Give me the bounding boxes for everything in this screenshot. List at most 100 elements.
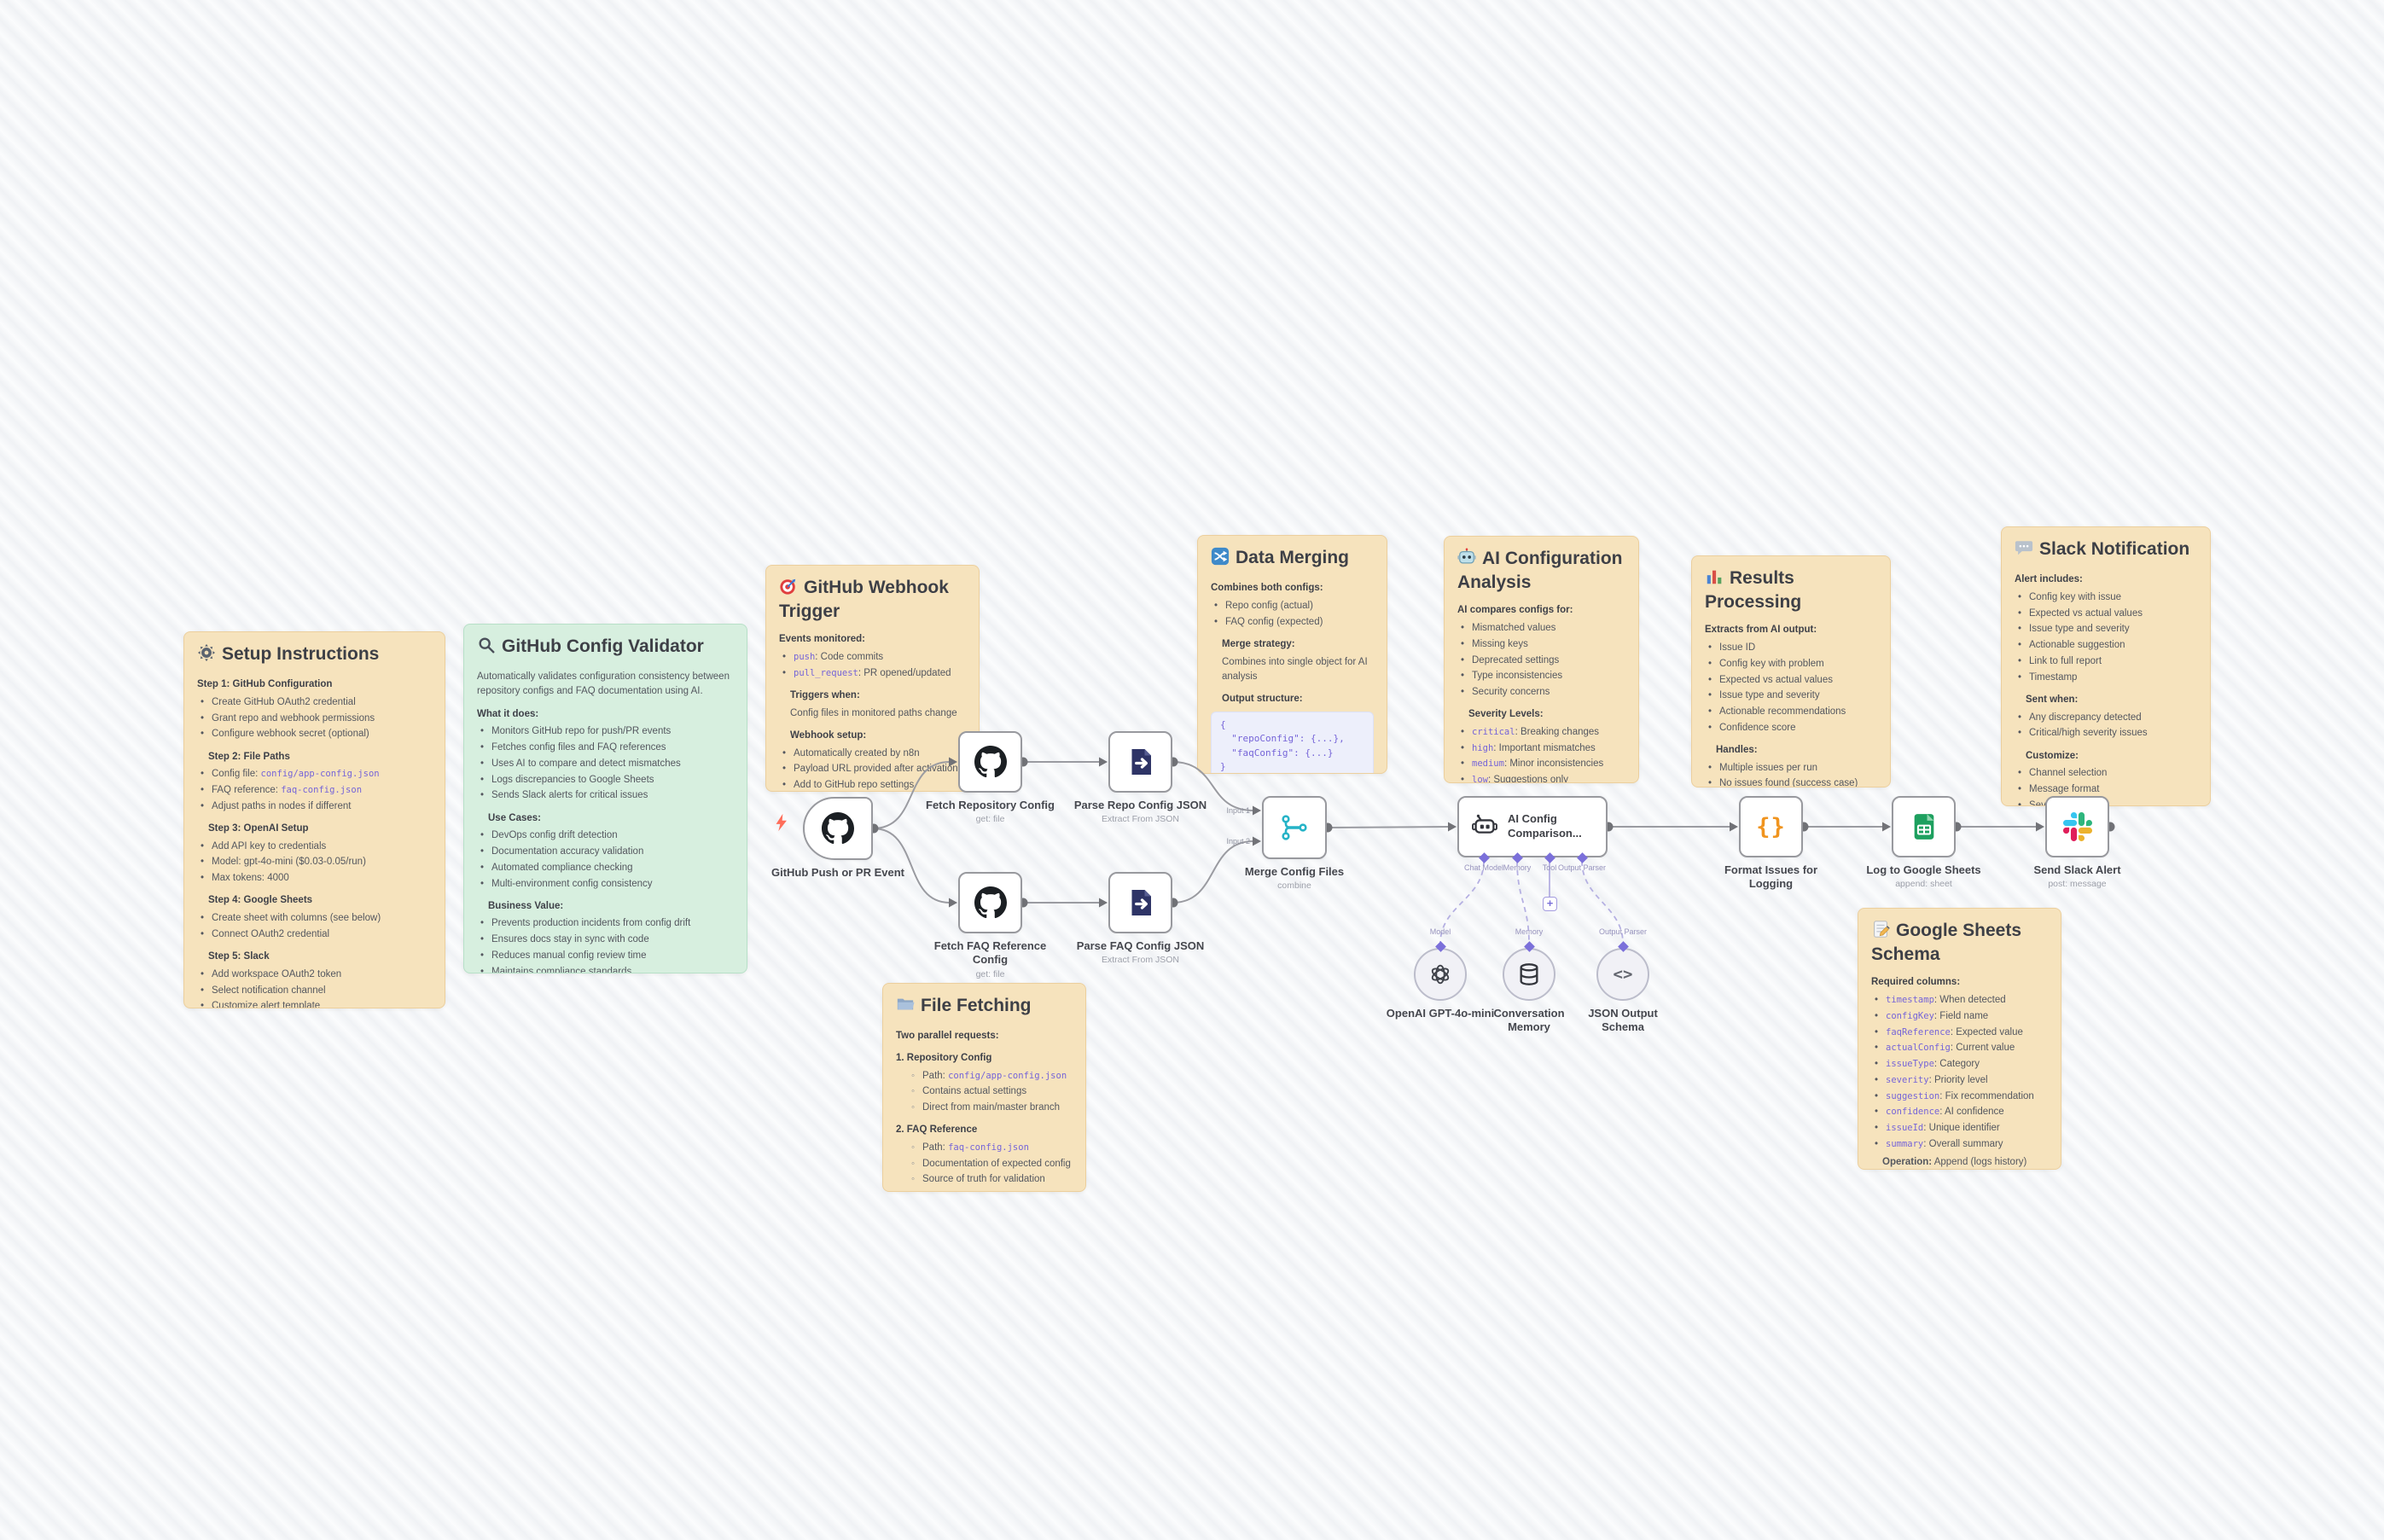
connection-wire[interactable] xyxy=(872,828,951,904)
sticky-title: Data Merging xyxy=(1211,547,1374,571)
node-ai-config-comparison[interactable]: AI Config Comparison... xyxy=(1457,796,1608,857)
connection-wire[interactable] xyxy=(1172,840,1254,904)
sticky-section-label: Output structure: xyxy=(1222,694,1303,705)
subnode-port-label: Memory xyxy=(1515,927,1544,936)
sticky-bullet-item: Monitors GitHub repo for push/PR events xyxy=(477,724,734,740)
sticky-bullet-item: Link to full report xyxy=(2015,654,2197,670)
subnode-openai-gpt-4o-mini[interactable] xyxy=(1414,948,1467,1001)
sticky-bullet-item: Grant repo and webhook permissions xyxy=(197,712,432,727)
ai-subnode-wire[interactable] xyxy=(1439,860,1485,944)
node-fetch-repository-config[interactable] xyxy=(958,731,1022,793)
node-subtitle: Extract From JSON xyxy=(1101,955,1179,966)
node-format-issues-for-logging[interactable]: {} xyxy=(1739,796,1803,857)
input-port-log-to-google-sheets[interactable] xyxy=(1882,822,1891,832)
input-port-send-slack-alert[interactable] xyxy=(2036,822,2044,832)
sticky-bullet-list: timestamp: When detectedconfigKey: Field… xyxy=(1871,993,2048,1152)
sticky-bullet-item: Reduces manual config review time xyxy=(477,949,734,964)
input-port-parse-faq-config-json[interactable] xyxy=(1099,898,1108,908)
input-port-ai-config-comparison[interactable] xyxy=(1448,822,1457,832)
sticky-bullet-item: timestamp: When detected xyxy=(1871,993,2048,1008)
sticky-bullet-list: Config key with issueExpected vs actual … xyxy=(2015,590,2197,685)
node-fetch-faq-reference-config[interactable] xyxy=(958,872,1022,933)
sticky-bullet-item: severity: Priority level xyxy=(1871,1073,2048,1089)
sticky-section-label: Step 4: Google Sheets xyxy=(208,895,313,906)
sticky-bullet-item: critical: Breaking changes xyxy=(1457,725,1625,741)
ai-port-label: Memory xyxy=(1503,863,1532,872)
add-tool-button[interactable]: + xyxy=(1543,897,1557,911)
input-port-parse-repo-config-json[interactable] xyxy=(1099,757,1108,767)
subnode-port-label: Model xyxy=(1429,927,1451,936)
sticky-bullet-item: confidence: AI confidence xyxy=(1871,1105,2048,1120)
sticky-title-text: Google Sheets Schema xyxy=(1871,921,2022,965)
ai-robot-icon xyxy=(1470,812,1499,841)
sticky-bullet-item: Connect OAuth2 credential xyxy=(197,927,432,943)
ai-subnode-wire[interactable] xyxy=(1581,860,1624,944)
input-port-format-issues-for-logging[interactable] xyxy=(1730,822,1738,832)
input-port-merge-config-files-1[interactable] xyxy=(1253,805,1261,816)
sticky-bullet-item: medium: Minor inconsistencies xyxy=(1457,757,1625,772)
sticky-bullet-item: Config key with issue xyxy=(2015,590,2197,606)
sticky-bullet-item: Automatically created by n8n xyxy=(779,747,966,762)
sticky-bullet-list: Any discrepancy detectedCritical/high se… xyxy=(2015,711,2197,741)
sticky-title-text: AI Configuration Analysis xyxy=(1457,549,1623,593)
sticky-bullet-item: actualConfig: Current value xyxy=(1871,1041,2048,1056)
sticky-bullet-list: Config file: config/app-config.jsonFAQ r… xyxy=(197,767,432,814)
sticky-bullet-list: DevOps config drift detectionDocumentati… xyxy=(477,828,734,892)
code-brackets-icon: <> xyxy=(1613,965,1633,984)
input-port-fetch-faq-reference-config[interactable] xyxy=(949,898,957,908)
sticky-bullet-item: Config key with problem xyxy=(1705,657,1877,672)
database-icon xyxy=(1517,962,1541,986)
sticky-title-text: Data Merging xyxy=(1236,548,1350,567)
sticky-section-label: Two parallel requests: xyxy=(896,1031,999,1042)
node-parse-repo-config-json[interactable] xyxy=(1108,731,1172,793)
subnode-json-output-schema[interactable]: <> xyxy=(1596,948,1649,1001)
sticky-bullet-item: Channel selection xyxy=(2015,766,2197,782)
sticky-bullet-item: Configure webhook secret (optional) xyxy=(197,727,432,742)
subnode-label-conversation-memory: Conversation Memory xyxy=(1493,1007,1565,1034)
sticky-bullet-item: Mismatched values xyxy=(1457,621,1625,636)
connection-wire[interactable] xyxy=(1172,761,1254,811)
sticky-section-label: Handles: xyxy=(1716,745,1758,756)
node-merge-config-files[interactable] xyxy=(1262,796,1327,859)
subnode-conversation-memory[interactable] xyxy=(1503,948,1555,1001)
ai-subnode-wire[interactable] xyxy=(1516,860,1530,944)
sticky-title: Results Processing xyxy=(1705,567,1877,613)
node-log-to-google-sheets[interactable] xyxy=(1892,796,1956,857)
input-port-fetch-repository-config[interactable] xyxy=(949,757,957,767)
sticky-bullet-list: Mismatched valuesMissing keysDeprecated … xyxy=(1457,621,1625,700)
sticky-bullet-item: Prevents production incidents from confi… xyxy=(477,916,734,932)
node-send-slack-alert[interactable] xyxy=(2045,796,2109,857)
sticky-bullet-item: Select notification channel xyxy=(197,984,432,999)
sticky-bullet-item: high: Important mismatches xyxy=(1457,741,1625,757)
node-parse-faq-config-json[interactable] xyxy=(1108,872,1172,933)
sticky-bullet-item: low: Suggestions only xyxy=(1457,773,1625,782)
connection-wire[interactable] xyxy=(872,761,951,829)
sticky-section-label: Step 2: File Paths xyxy=(208,751,290,762)
connection-wire[interactable] xyxy=(1326,826,1450,828)
sticky-bullet-item: Expected vs actual values xyxy=(2015,607,2197,622)
ai-port-label: Output Parser xyxy=(1557,863,1607,872)
sticky-bullet-item: Automated compliance checking xyxy=(477,861,734,876)
sticky-bullet-list: Multiple issues per runNo issues found (… xyxy=(1705,761,1877,787)
sticky-section-label: Alert includes: xyxy=(2015,574,2083,585)
node-github-push-or-pr-event[interactable] xyxy=(803,797,873,860)
sticky-bullet-item: Path: config/app-config.json xyxy=(908,1069,1073,1084)
input-port-merge-config-files-2[interactable] xyxy=(1253,836,1261,846)
github-icon xyxy=(822,812,854,845)
sticky-bullet-item: Confidence score xyxy=(1705,721,1877,736)
